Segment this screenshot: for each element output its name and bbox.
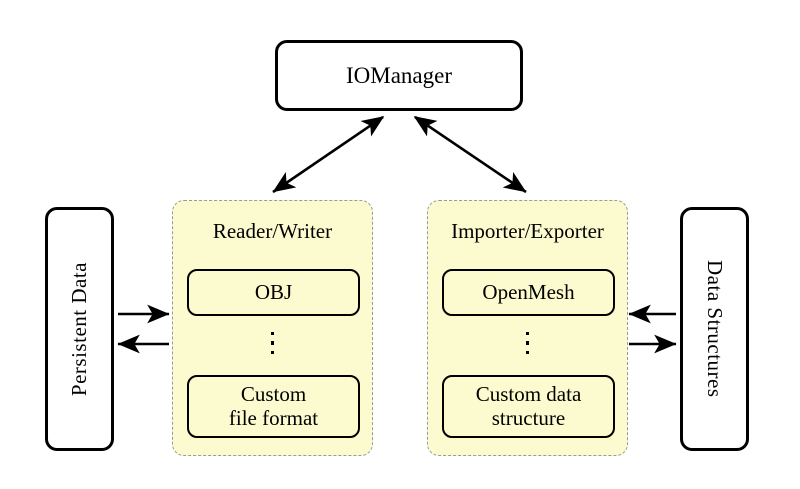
reader-writer-title: Reader/Writer (212, 219, 333, 243)
importer-exporter-ellipsis-icon (428, 332, 627, 355)
connector-manager-reader-writer (272, 115, 385, 194)
importer-exporter-title: Importer/Exporter (451, 219, 604, 243)
reader-writer-ellipsis-icon (173, 332, 372, 355)
reader-writer-item-obj[interactable]: OBJ (187, 269, 360, 316)
reader-writer-group[interactable]: Reader/Writer OBJ Custom file format (172, 200, 373, 456)
iomanager-label: IOManager (345, 62, 452, 88)
reader-writer-item-custom-label: Custom file format (228, 381, 319, 431)
reader-writer-item-custom-line2: file format (228, 405, 319, 430)
reader-writer-item-obj-label: OBJ (254, 280, 293, 304)
importer-exporter-item-openmesh[interactable]: OpenMesh (442, 269, 615, 316)
importer-exporter-item-custom-data-structure[interactable]: Custom data structure (442, 375, 615, 438)
data-structures-box[interactable]: Data Structures (680, 207, 749, 451)
importer-exporter-item-custom-line1: Custom data (475, 381, 582, 406)
reader-writer-item-custom-file-format[interactable]: Custom file format (187, 375, 360, 438)
data-structures-label: Data Structures (703, 260, 727, 398)
importer-exporter-item-custom-label: Custom data structure (475, 381, 582, 431)
importer-exporter-group[interactable]: Importer/Exporter OpenMesh Custom data s… (427, 200, 628, 456)
importer-exporter-item-openmesh-label: OpenMesh (482, 280, 575, 304)
reader-writer-item-custom-line1: Custom (240, 381, 307, 406)
importer-exporter-item-custom-line2: structure (491, 405, 566, 430)
persistent-data-box[interactable]: Persistent Data (45, 207, 114, 451)
connector-manager-importer-exporter (413, 115, 527, 194)
persistent-data-label: Persistent Data (67, 261, 91, 397)
iomanager-box[interactable]: IOManager (275, 40, 523, 111)
